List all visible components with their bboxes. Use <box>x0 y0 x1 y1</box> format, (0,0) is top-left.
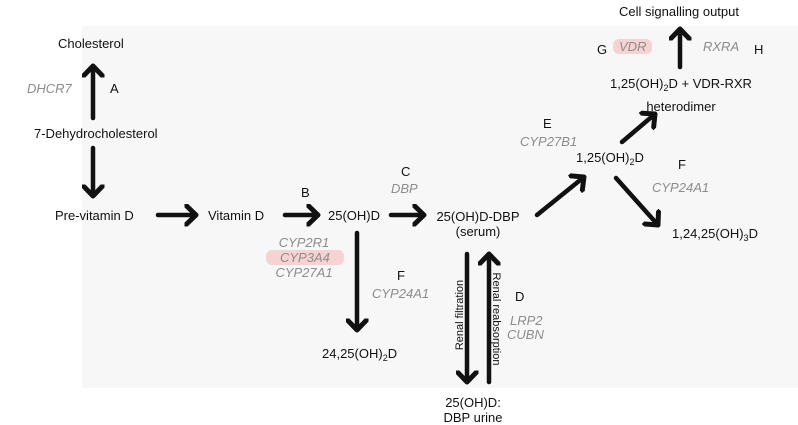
cholesterol-label: Cholesterol <box>58 36 124 51</box>
25-oh-d-dbp-serum-label: 25(OH)D-DBP (serum) <box>428 209 528 239</box>
25-oh-d-dbp-line: 25(OH)D-DBP <box>436 209 520 224</box>
arrow-e <box>534 177 584 218</box>
urine-label: 25(OH)D: DBP urine <box>428 395 518 425</box>
step-a-label: A <box>110 81 119 96</box>
gene-cyp24a1-upper: CYP24A1 <box>652 180 710 195</box>
step-g-label: G <box>597 42 608 57</box>
1-24-25-oh3-d-label: 1,24,25(OH)3D <box>672 226 758 243</box>
gene-cyp24a1-lower: CYP24A1 <box>372 286 430 301</box>
renal-reabsorption-label: Renal reabsorption <box>490 272 502 366</box>
step-f-upper-label: F <box>678 157 686 172</box>
cyp3a4-highlight: CYP3A4 <box>266 250 344 265</box>
previtamin-d-label: Pre-vitamin D <box>55 208 134 223</box>
25-oh-d-label: 25(OH)D <box>328 208 381 223</box>
gene-lrp2: LRP2 <box>510 313 543 328</box>
cell-signalling-output-label: Cell signalling output <box>619 4 739 19</box>
step-c-label: C <box>401 164 411 179</box>
gene-vdr: VDR <box>613 39 653 54</box>
1-25-oh2-d-label: 1,25(OH)2D <box>576 150 644 167</box>
arrow-to-complex <box>619 114 655 145</box>
arrow-f-upper <box>613 175 658 225</box>
serum-line: (serum) <box>455 224 501 239</box>
gene-cyp27a1: CYP27A1 <box>275 265 333 280</box>
complex-line-1: 1,25(OH)2D + VDR-RXR <box>610 76 752 93</box>
urine-line-1: 25(OH)D: <box>445 395 501 410</box>
gene-dhcr7: DHCR7 <box>27 81 72 96</box>
step-d-label: D <box>515 289 525 304</box>
gene-rxra: RXRA <box>703 39 740 54</box>
gene-dbp: DBP <box>391 181 418 196</box>
step-b-label: B <box>301 185 310 200</box>
vitamin-d-label: Vitamin D <box>208 208 265 223</box>
renal-filtration-label: Renal filtration <box>454 279 466 351</box>
step-h-label: H <box>754 42 764 57</box>
vdr-rxr-complex-label: 1,25(OH)2D + VDR-RXR heterodimer <box>598 76 764 114</box>
background-panel <box>82 26 798 388</box>
step-e-label: E <box>543 116 552 131</box>
gene-cubn: CUBN <box>507 327 544 342</box>
gene-cyp2r1: CYP2R1 <box>278 235 330 250</box>
vdr-highlight: VDR <box>613 39 653 54</box>
gene-cyp3a4: CYP3A4 <box>266 250 344 265</box>
urine-line-2: DBP urine <box>443 410 503 425</box>
dehydrocholesterol-label: 7-Dehydrocholesterol <box>34 126 158 141</box>
complex-line-2: heterodimer <box>646 99 716 114</box>
gene-cyp27b1: CYP27B1 <box>520 134 578 149</box>
step-f-lower-label: F <box>397 268 405 283</box>
24-25-oh2-d-label: 24,25(OH)2D <box>322 346 398 363</box>
